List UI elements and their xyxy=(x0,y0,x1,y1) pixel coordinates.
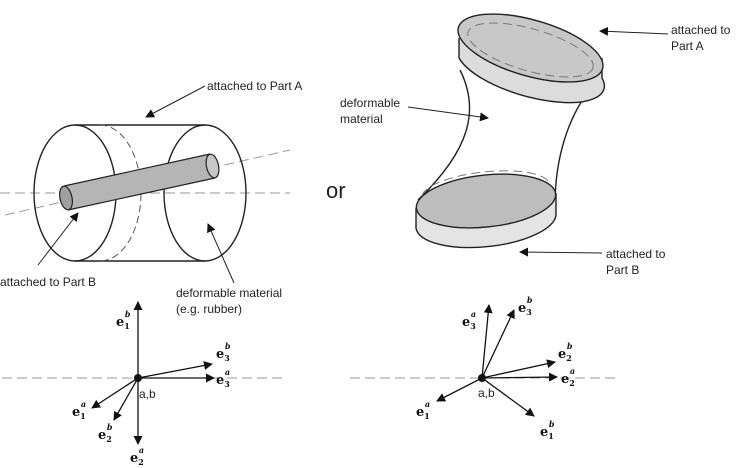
left-e3a-label: e3a xyxy=(216,367,230,389)
label-right-part-a-2: Part A xyxy=(671,39,704,53)
top-disc xyxy=(457,13,604,83)
right-e3a-arrow xyxy=(481,304,493,379)
right-e2a-label: e2a xyxy=(561,366,575,388)
leader-material xyxy=(207,223,235,284)
label-right-part-b-1: attached to xyxy=(606,247,666,261)
top-disc-rim xyxy=(458,38,606,104)
right-origin-point xyxy=(478,374,486,382)
right-e1a-label: e1a xyxy=(416,399,430,421)
leader-right-part-b xyxy=(519,247,603,257)
inner-rod-right-end xyxy=(205,153,220,179)
left-e2b-label: e2b xyxy=(98,422,113,444)
left-e3b-label: e3b xyxy=(216,341,231,363)
left-e1a-arrow xyxy=(91,377,139,409)
label-deformable-material: deformable material xyxy=(176,286,282,300)
right-e1b-arrow xyxy=(481,377,535,417)
label-right-material: material xyxy=(340,112,383,126)
leader-part-a xyxy=(145,85,206,118)
right-e2b-label: e2b xyxy=(558,341,573,363)
right-e2b-arrow xyxy=(481,359,556,379)
inner-rod-body xyxy=(64,154,215,210)
left-e3b-arrow xyxy=(137,361,213,379)
inner-rod-left-end xyxy=(59,185,73,211)
bottom-disc-rim xyxy=(415,193,557,249)
left-origin-point xyxy=(134,374,142,382)
leader-part-b xyxy=(37,212,79,266)
leader-right-material xyxy=(407,106,489,122)
label-attached-part-b: attached to Part B xyxy=(0,275,96,289)
left-e1b-label: e1b xyxy=(116,309,131,331)
label-attached-part-a: attached to Part A xyxy=(207,79,302,93)
right-e2a-arrow xyxy=(481,372,558,382)
left-e2a-label: e2a xyxy=(130,445,144,467)
right-e1b-label: e1b xyxy=(540,419,555,441)
label-material-example: (e.g. rubber) xyxy=(176,302,242,316)
left-origin-label: a,b xyxy=(139,387,156,401)
outer-cylinder-right-end xyxy=(163,124,247,262)
left-e1a-label: e1a xyxy=(72,399,86,421)
right-e3a-label: e3a xyxy=(462,309,476,331)
label-right-part-b-2: Part B xyxy=(606,263,639,277)
or-separator: or xyxy=(326,178,346,203)
rod-axis xyxy=(4,149,291,216)
right-e1a-arrow xyxy=(436,377,483,402)
right-bushing: deformable material attached to Part A a… xyxy=(340,13,731,277)
right-e3b-arrow xyxy=(481,309,515,379)
label-right-part-a-1: attached to xyxy=(671,23,731,37)
left-bushing: attached to Part A attached to Part B de… xyxy=(0,79,302,316)
right-triad: a,b e3a e3b e2b e2a e1a e1b xyxy=(350,295,620,441)
right-e3b-label: e3b xyxy=(518,295,533,317)
bottom-disc xyxy=(415,173,557,229)
left-e2b-arrow xyxy=(113,377,139,421)
label-right-deformable: deformable xyxy=(340,96,400,110)
leader-right-part-a xyxy=(599,26,669,36)
right-origin-label: a,b xyxy=(478,386,495,400)
left-triad: a,b e1b e3b e3a e1a e2b e2a xyxy=(2,301,282,467)
